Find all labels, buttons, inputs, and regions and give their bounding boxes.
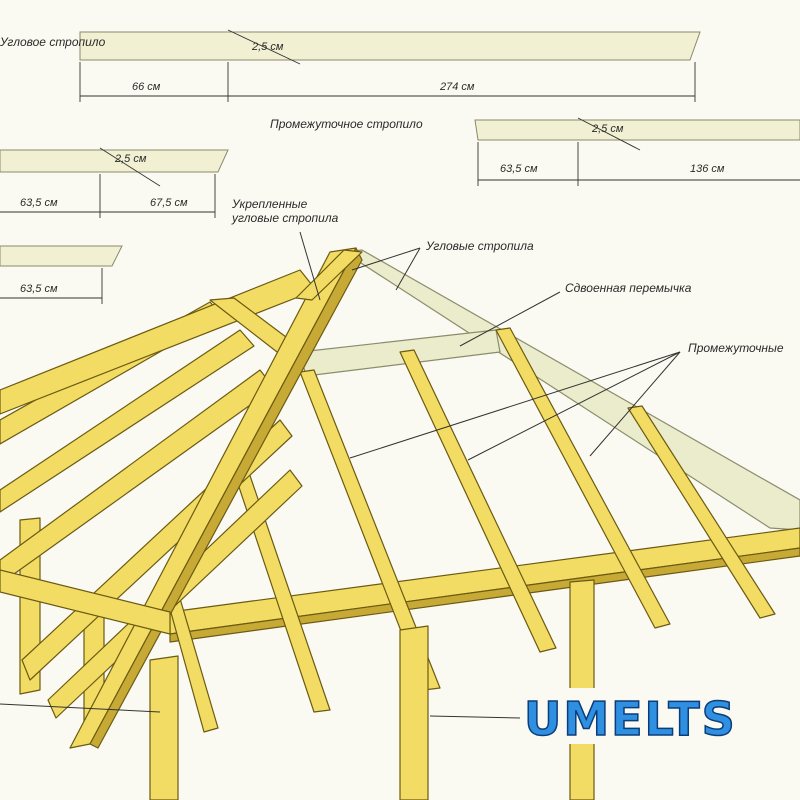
ridge-apex (295, 249, 363, 301)
roof-frame (0, 247, 800, 800)
left-rafter-plank-b (0, 245, 123, 267)
corner-rafter-dim-cut: 2,5 см (251, 41, 284, 53)
corner-leader (395, 247, 421, 291)
intermediate-rafter-dim-cut: 2,5 см (591, 123, 624, 135)
intermediate-rafter-plank (474, 119, 800, 141)
corner-rafter-board: Угловое стропило 2,5 см 66 см 274 см (0, 29, 701, 102)
intermediate-rafter (299, 369, 441, 691)
left-rafter-dim-short-b: 63,5 см (20, 283, 58, 295)
intermediate-leader (589, 351, 681, 457)
corner-rafter-dim-short: 66 см (132, 81, 161, 93)
reinforced-leader (299, 231, 321, 301)
intermediate-rafter-board: Промежуточное стропило 2,5 см 63,5 см 13… (270, 117, 800, 186)
left-rafter-dim-long-a: 67,5 см (150, 197, 188, 209)
intermediate-rafter-dim-short: 63,5 см (500, 163, 538, 175)
top-plate-left (0, 569, 171, 635)
left-rafter-board-b: 63,5 см (0, 245, 123, 304)
reinforced-label-line2: угловые стропила (231, 211, 339, 225)
post (149, 655, 179, 800)
intermediate-label: Промежуточные (688, 341, 784, 355)
intermediate-rafter (627, 405, 776, 619)
crossbar-label: Сдвоенная перемычка (565, 281, 692, 295)
left-rafter-cut-line-a (99, 147, 161, 187)
leaders (0, 231, 681, 719)
intermediate-leader (349, 351, 681, 459)
intermediate-rafter-dim-long: 136 см (690, 163, 725, 175)
reinforced-label-line1: Укрепленные (231, 197, 308, 211)
intermediate-leader (467, 351, 681, 461)
crossbar-leader (459, 291, 561, 347)
corner-rafter-label: Угловое стропило (0, 35, 106, 49)
intermediate-rafter-cut-line (577, 117, 641, 151)
left-rafter-dim-cut-a: 2,5 см (114, 153, 147, 165)
intermediate-rafter (495, 327, 671, 629)
post (399, 625, 429, 800)
left-rafter-dim-short-a: 63,5 см (20, 197, 58, 209)
top-plate-back-side (169, 547, 800, 643)
corner-leader (351, 247, 421, 271)
corner-rafter-cut-line (227, 29, 301, 65)
corner-rafter-plank (79, 31, 701, 61)
intermediate-rafter-label: Промежуточное стропило (270, 117, 423, 131)
post-leader (429, 715, 521, 719)
left-rafter-plank-a (0, 149, 229, 173)
corner-rafters-label: Угловые стропила (425, 239, 534, 253)
corner-rafter-far (343, 249, 800, 531)
left-rafter-board-a: 2,5 см 63,5 см 67,5 см (0, 147, 229, 218)
intermediate-rafter (399, 349, 557, 653)
logo-backdrop (520, 688, 800, 744)
left-rafter (0, 329, 255, 513)
post-leader (0, 703, 161, 713)
corner-rafter-dim-long: 274 см (439, 81, 475, 93)
site-logo: UMELTS (524, 692, 737, 746)
